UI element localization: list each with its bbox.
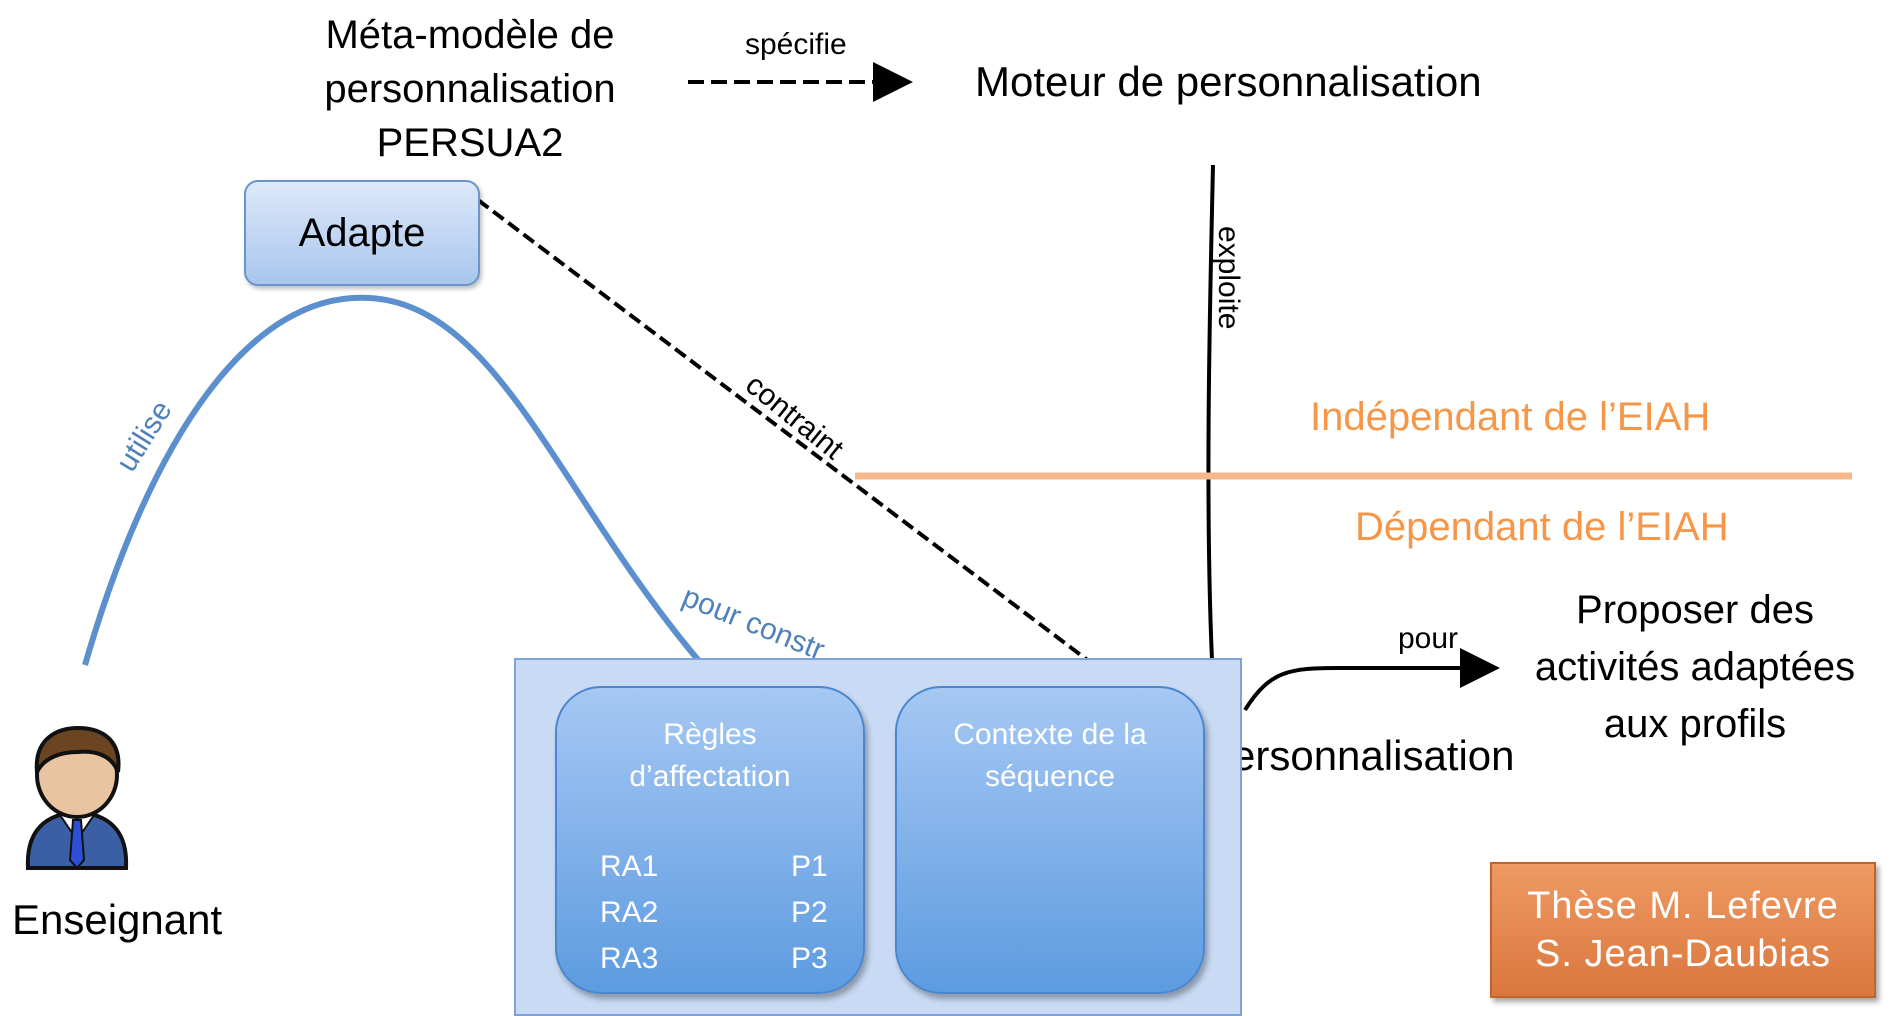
pour-label: pour [1398,622,1459,655]
specifie-label: spécifie [745,28,847,61]
credit-line: Thèse M. Lefevre [1527,885,1839,927]
sequence-context-box: Contexte de la séquence [895,686,1205,994]
utilise-curve [82,294,708,670]
rule-item: P1 [791,850,828,883]
adapte-label: Adapte [298,210,426,255]
rule-item: RA1 [600,850,659,883]
rule-item: RA3 [600,942,659,975]
rule-item: P3 [791,942,828,975]
rules-left-column: RA1 RA2 RA3 [600,844,658,982]
context-title: Contexte de la séquence [897,714,1203,798]
goal-text: Proposer des activités adaptées aux prof… [1505,582,1885,753]
exploite-line [1206,164,1215,661]
goal-line: activités adaptées [1534,645,1856,689]
meta-model-line: PERSUA2 [376,121,564,165]
pour-arrow [1243,648,1500,712]
dependent-zone-label: Dépendant de l’EIAH [1355,505,1729,549]
rule-item: P2 [791,896,828,929]
contraint-line [476,198,1092,664]
meta-model-title: Méta-modèle de personnalisation PERSUA2 [280,8,660,170]
teacher-avatar-icon [25,725,129,870]
credit-badge: Thèse M. Lefevre S. Jean-Daubias [1490,862,1876,998]
independent-zone-label: Indépendant de l’EIAH [1310,395,1711,439]
meta-model-line: personnalisation [324,67,616,111]
rules-title-line: Règles [663,718,757,751]
rules-title-line: d’affectation [629,760,791,793]
context-title-line: Contexte de la [953,718,1147,751]
rules-right-column: P1 P2 P3 [791,844,828,982]
rule-item: RA2 [600,896,659,929]
teacher-label: Enseignant [12,896,223,943]
goal-line: aux profils [1603,702,1787,746]
personalisation-label: ersonnalisation [1232,732,1515,779]
context-title-line: séquence [984,760,1116,793]
goal-line: Proposer des [1576,588,1814,632]
meta-model-line: Méta-modèle de [325,13,615,57]
assignment-rules-box: Règles d’affectation RA1 RA2 RA3 P1 P2 P… [555,686,865,994]
engine-label: Moteur de personnalisation [975,58,1482,105]
adapte-box: Adapte [244,180,480,286]
credit-line: S. Jean-Daubias [1535,933,1831,975]
exploite-label: exploite [1212,226,1245,330]
rules-title: Règles d’affectation [557,714,863,798]
